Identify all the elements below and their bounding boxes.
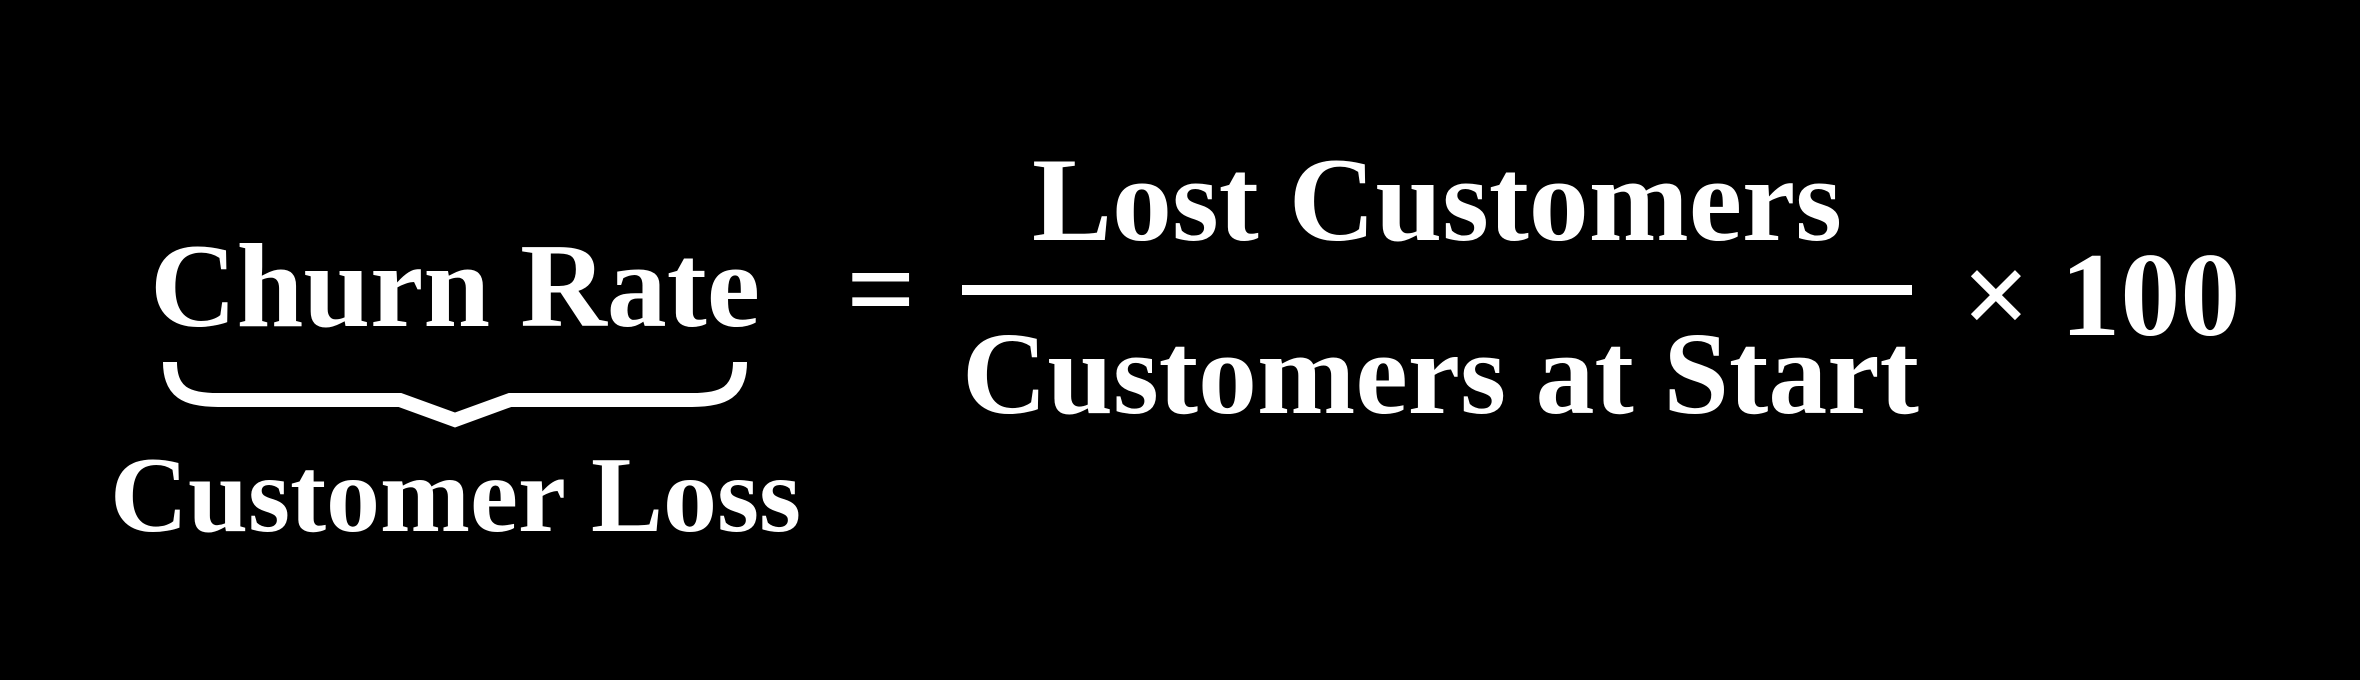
- times-100-multiplier: × 100: [1962, 228, 2241, 361]
- fraction-bar: [962, 285, 1912, 295]
- equals-sign: =: [846, 222, 916, 357]
- fraction-denominator: Customers at Start: [962, 308, 1919, 439]
- fraction: Lost Customers Customers at Start: [962, 133, 1919, 439]
- churn-rate-term: Churn Rate: [149, 219, 761, 352]
- lhs-group: Churn Rate Customer Loss: [110, 219, 802, 555]
- underbrace-icon: [163, 361, 747, 428]
- fraction-numerator: Lost Customers: [1032, 133, 1842, 266]
- customer-loss-label: Customer Loss: [110, 436, 802, 555]
